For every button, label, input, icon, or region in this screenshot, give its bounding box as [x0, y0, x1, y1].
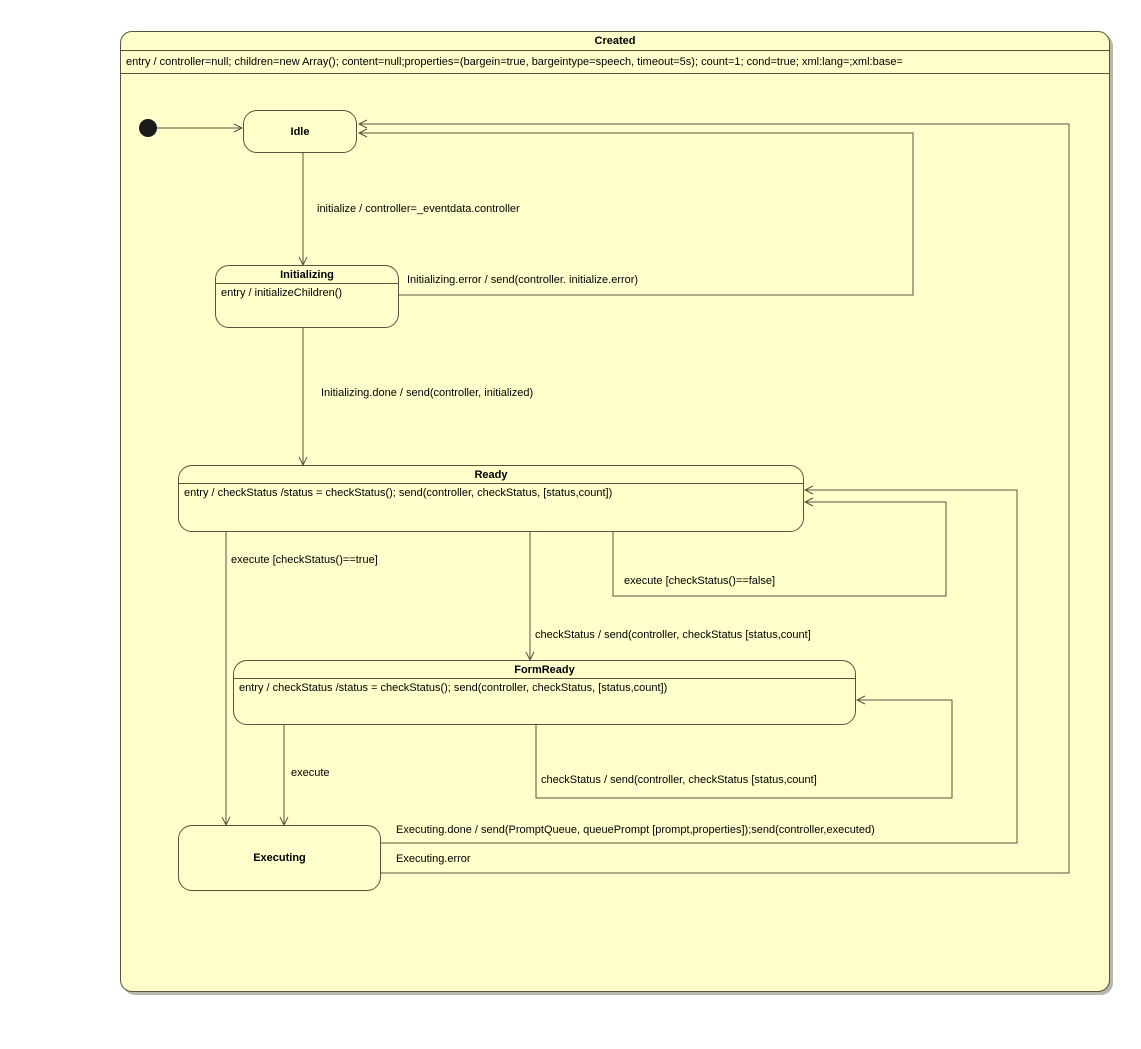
transition-label-execute-true: execute [checkStatus()==true] [231, 554, 378, 566]
state-idle: Idle [243, 110, 357, 153]
state-formready-title: FormReady [234, 661, 855, 679]
state-executing-title: Executing [253, 852, 306, 864]
transition-ready-self-loop-line [612, 501, 947, 597]
transition-label-formready-checkstatus: checkStatus / send(controller, checkStat… [541, 774, 817, 786]
arrowhead-into-idle-right-lower [357, 128, 368, 138]
initial-state-dot [139, 119, 157, 137]
transition-label-ready-checkstatus: checkStatus / send(controller, checkStat… [535, 629, 811, 641]
transition-label-initializing-done: Initializing.done / send(controller, ini… [321, 387, 534, 399]
state-ready-title: Ready [179, 466, 803, 484]
state-created-entry-action: entry / controller=null; children=new Ar… [121, 51, 1109, 74]
transition-executing-done-line [381, 489, 1018, 844]
transition-initializing-error-line [359, 132, 914, 296]
arrowhead-into-ready-right-upper [803, 485, 814, 495]
arrowhead-into-formready-right [855, 695, 866, 705]
state-idle-title: Idle [290, 125, 310, 138]
arrowhead-into-ready-right-lower [803, 497, 814, 507]
transition-executing-error-line [359, 123, 1070, 874]
arrowhead-into-idle-left [233, 123, 244, 133]
state-formready: FormReady entry / checkStatus /status = … [233, 660, 856, 725]
transition-label-initializing-error: Initializing.error / send(controller. in… [407, 274, 639, 286]
state-initializing: Initializing entry / initializeChildren(… [215, 265, 399, 328]
transition-formready-self-loop-line [535, 699, 953, 799]
state-created-title: Created [121, 32, 1109, 51]
state-ready: Ready entry / checkStatus /status = chec… [178, 465, 804, 532]
transition-label-execute: execute [291, 767, 330, 779]
transition-label-initialize: initialize / controller=_eventdata.contr… [317, 203, 520, 215]
transition-label-executing-done: Executing.done / send(PromptQueue, queue… [396, 824, 875, 836]
transition-label-executing-error: Executing.error [396, 853, 471, 865]
state-executing: Executing [178, 825, 381, 891]
state-initializing-title: Initializing [216, 266, 398, 284]
transition-label-execute-false: execute [checkStatus()==false] [624, 575, 776, 587]
state-initializing-entry-action: entry / initializeChildren() [221, 287, 343, 299]
arrowhead-into-idle-right-upper [357, 119, 368, 129]
state-ready-entry-action: entry / checkStatus /status = checkStatu… [184, 487, 613, 499]
state-formready-entry-action: entry / checkStatus /status = checkStatu… [239, 682, 668, 694]
